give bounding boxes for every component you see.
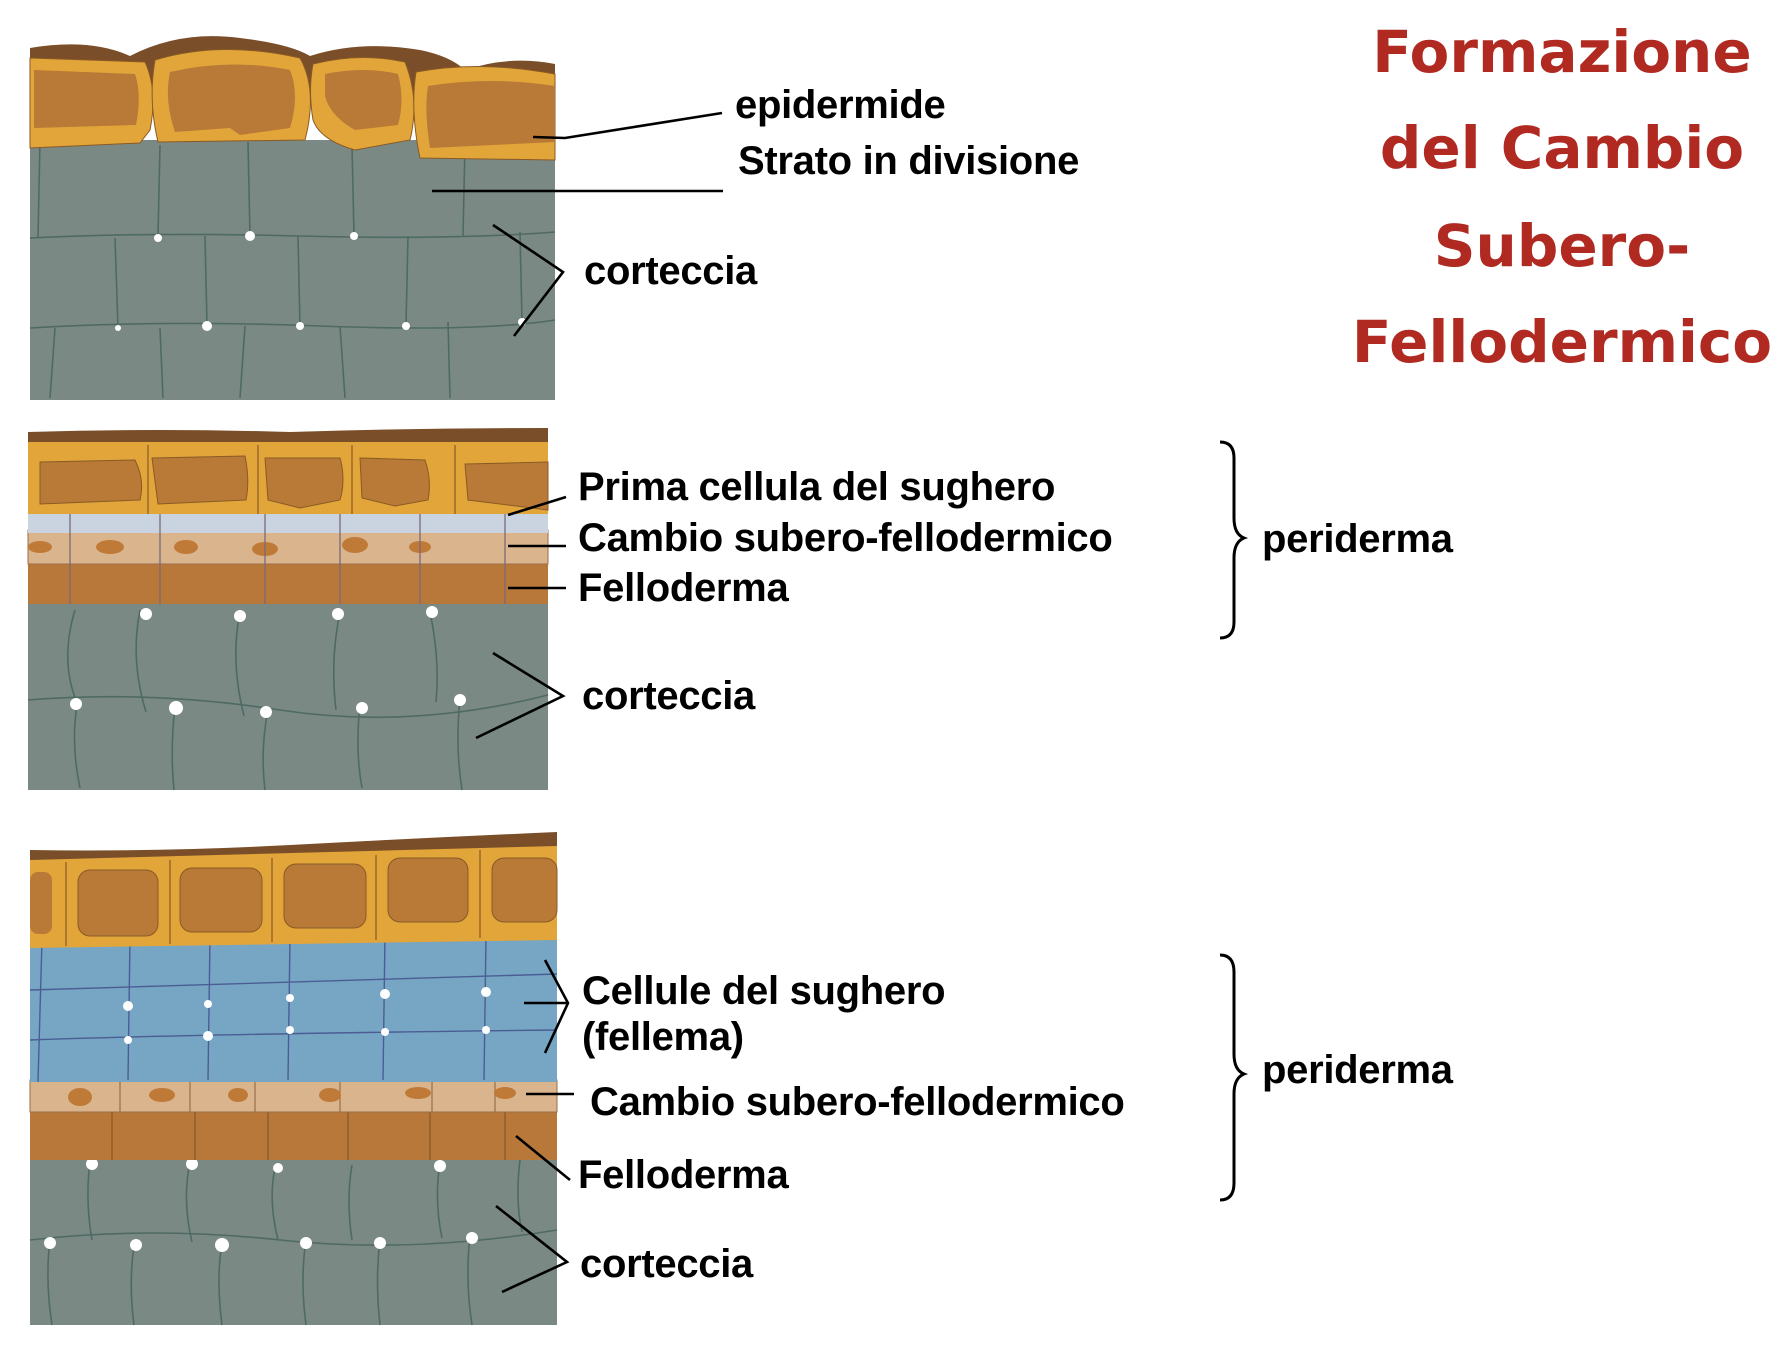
label-epidermide: epidermide xyxy=(735,83,945,127)
panel-stage-2: Prima cellula del sughero Cambio subero-… xyxy=(27,428,1454,791)
panel-2-epidermis-cells xyxy=(28,442,549,514)
label-prima-cellula-del-sughero: Prima cellula del sughero xyxy=(578,465,1055,509)
label-corteccia-1: corteccia xyxy=(584,249,758,293)
leader-epidermis xyxy=(532,111,723,140)
leader-cortex-1 xyxy=(492,223,565,337)
label-felloderma-3: Felloderma xyxy=(578,1153,789,1197)
title-line-1: Formazione xyxy=(1372,18,1751,86)
panel-stage-3: Cellule del sughero (fellema) Cambio sub… xyxy=(29,832,1454,1326)
label-cambio-subero-fellodermico-3: Cambio subero-fellodermico xyxy=(590,1080,1125,1124)
label-corteccia-3: corteccia xyxy=(580,1242,754,1286)
leader-cortex-3 xyxy=(495,1204,570,1294)
panel-1-intercellular-spaces xyxy=(115,231,526,331)
periderm-brace-3 xyxy=(1219,953,1249,1202)
leader-phelloderm-3 xyxy=(515,1134,571,1182)
panel-3-phelloderm-cells xyxy=(111,1112,506,1160)
label-strato-in-divisione: Strato in divisione xyxy=(738,139,1079,183)
panel-3-cortex-layer xyxy=(30,1160,557,1325)
diagram-title: Formazione del Cambio Subero- Fellodermi… xyxy=(1352,18,1772,376)
panel-2-intercellular-spaces xyxy=(70,606,466,718)
panel-2-cortex-cells xyxy=(27,609,549,791)
panel-3-cambium-cells xyxy=(119,1080,496,1112)
title-line-4: Fellodermico xyxy=(1352,308,1772,376)
panel-3-phelloderm-layer xyxy=(30,1110,557,1160)
panel-2-layer-divisions xyxy=(69,505,506,604)
label-felloderma-2: Felloderma xyxy=(578,566,789,610)
title-line-3: Subero- xyxy=(1434,212,1690,280)
panel-1-epidermis-cells xyxy=(29,48,556,161)
title-line-2: del Cambio xyxy=(1380,114,1744,182)
panel-3-epidermis-cells xyxy=(30,846,558,948)
label-periderma-3: periderma xyxy=(1262,1048,1454,1092)
panel-stage-1: epidermide Strato in divisione corteccia xyxy=(29,36,1079,400)
panel-2-cortex-layer xyxy=(28,600,548,790)
label-periderma-2: periderma xyxy=(1262,517,1454,561)
panel-2-phelloderm-layer xyxy=(28,560,548,604)
panel-1-tissue-illustration xyxy=(29,36,556,400)
label-corteccia-2: corteccia xyxy=(582,674,756,718)
panel-3-phellem-layer xyxy=(30,938,557,1082)
panel-3-cork-cambium-layer xyxy=(29,1079,558,1113)
panel-2-tissue-illustration xyxy=(27,428,549,791)
label-cambio-subero-fellodermico-2: Cambio subero-fellodermico xyxy=(578,516,1113,560)
label-fellema: (fellema) xyxy=(582,1015,744,1059)
panel-3-intercellular-spaces xyxy=(44,1158,478,1252)
panel-3-tissue-illustration xyxy=(29,832,558,1326)
periderm-brace-2 xyxy=(1219,440,1249,640)
label-cellule-del-sughero: Cellule del sughero xyxy=(582,969,945,1013)
panel-3-cambium-nuclei xyxy=(68,1087,516,1106)
panel-1-cortex-cells xyxy=(29,139,556,399)
panel-1-cortex-layer xyxy=(30,140,555,400)
panel-3-phellem-spaces xyxy=(123,987,491,1044)
leader-first-cork-cell xyxy=(507,495,567,517)
leader-cortex-2 xyxy=(475,651,566,740)
